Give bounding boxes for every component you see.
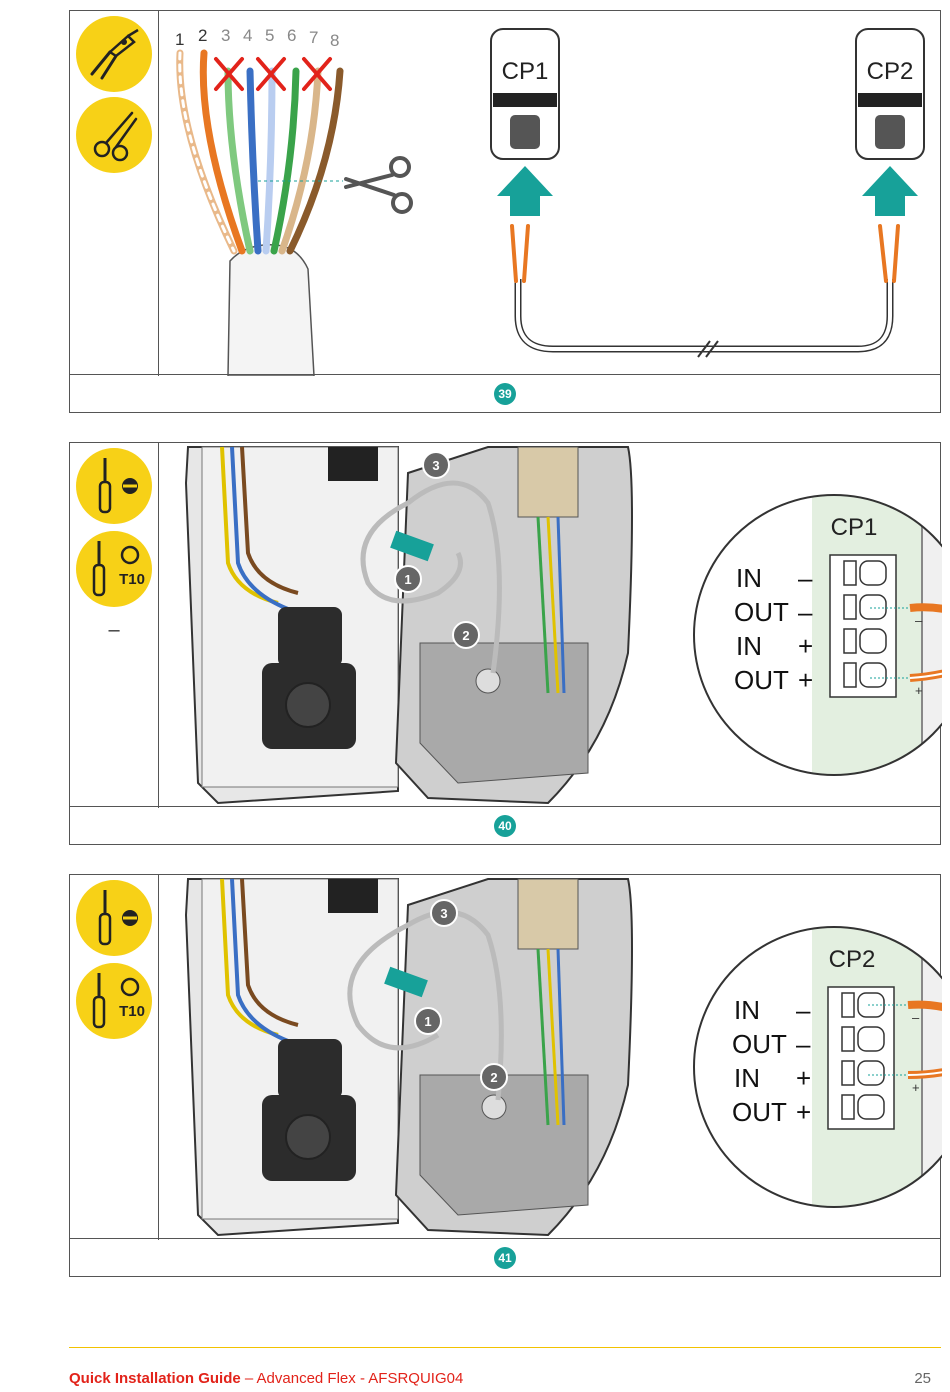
step-39-tools [70, 11, 159, 376]
terminal-sign-2: – [798, 597, 813, 627]
wire-sign-minus: – [915, 613, 923, 628]
wire-number-5: 5 [265, 26, 274, 45]
callout-1: 1 [424, 1014, 431, 1029]
detail-title: CP2 [829, 946, 876, 973]
cut-crosses [214, 57, 332, 91]
flathead-screwdriver-icon [76, 880, 152, 956]
terminal-sign-1: – [798, 563, 813, 593]
scissors-drawing [344, 156, 413, 214]
arrow-up-cp2 [862, 166, 918, 216]
wire-stripper-icon [76, 16, 152, 92]
terminal-label-3: IN [736, 631, 762, 661]
torx-size-label: T10 [119, 1003, 145, 1020]
footer-title: Quick Installation Guide – Advanced Flex… [69, 1370, 463, 1387]
step-39-illustration: 1 2 3 4 5 6 7 8 CP1 [158, 11, 940, 377]
step-39-bar: 39 [70, 374, 940, 412]
callout-3: 3 [440, 906, 447, 921]
step-40-illustration: 3 1 2 [158, 443, 950, 808]
cp2-label: CP2 [867, 58, 914, 85]
arrow-up-cp1 [497, 166, 553, 216]
wire-sign-plus: + [912, 1080, 920, 1095]
callout-3: 3 [432, 458, 439, 473]
terminal-sign-2: – [796, 1029, 811, 1059]
detail-zoom-cp2: – + CP2 IN – OUT – IN + OUT + [694, 927, 950, 1207]
callouts-step-41: 3 1 2 [414, 899, 508, 1091]
footer-rule [69, 1347, 941, 1348]
callout-2: 2 [462, 628, 469, 643]
tool-note: – [108, 619, 120, 641]
step-40-panel: T10 – [69, 442, 950, 845]
wire-number-2: 2 [198, 26, 207, 45]
wire-number-3: 3 [221, 26, 230, 45]
terminal-sign-4: + [798, 665, 813, 695]
step-number-badge: 39 [494, 383, 516, 405]
detail-zoom-cp1: – + CP1 IN – OUT – IN + OUT + [694, 495, 950, 775]
terminal-label-2: OUT [732, 1029, 787, 1059]
guide-subtitle: – Advanced Flex - AFSRQUIG04 [240, 1370, 464, 1387]
torx-screwdriver-icon: T10 [76, 531, 152, 607]
wire-number-1: 1 [175, 30, 184, 49]
step-41-panel: T10 [69, 874, 950, 1277]
terminal-sign-3: + [796, 1063, 811, 1093]
flathead-screwdriver-icon [76, 448, 152, 524]
terminal-sign-3: + [798, 631, 813, 661]
guide-title: Quick Installation Guide [69, 1370, 241, 1387]
terminal-label-3: IN [734, 1063, 760, 1093]
terminal-label-4: OUT [734, 665, 789, 695]
callout-1: 1 [404, 572, 411, 587]
cable-wires [176, 49, 344, 255]
torx-size-label: T10 [119, 571, 145, 588]
callout-2: 2 [490, 1070, 497, 1085]
terminal-label-1: IN [734, 995, 760, 1025]
step-number-badge: 40 [494, 815, 516, 837]
wire-number-8: 8 [330, 31, 339, 50]
step-41-illustration: 3 1 2 [158, 875, 950, 1240]
terminal-sign-1: – [796, 995, 811, 1025]
terminal-label-1: IN [736, 563, 762, 593]
cable-jacket [227, 244, 315, 377]
step-39-panel: 1 2 3 4 5 6 7 8 CP1 [69, 10, 941, 413]
cp1-device: CP1 [490, 28, 560, 160]
step-40-tools: T10 – [70, 443, 159, 808]
wire-number-7: 7 [309, 28, 318, 47]
page-number: 25 [914, 1370, 931, 1387]
wire-numbers: 1 2 3 4 5 6 7 8 [175, 26, 339, 50]
wire-sign-minus: – [912, 1010, 920, 1025]
step-41-bar: 41 [70, 1238, 940, 1276]
detail-title: CP1 [831, 514, 878, 541]
wire-number-6: 6 [287, 26, 296, 45]
wire-sign-plus: + [915, 683, 923, 698]
terminal-sign-4: + [796, 1097, 811, 1127]
callouts-step-40: 3 1 2 [394, 451, 480, 649]
terminal-label-2: OUT [734, 597, 789, 627]
step-number-badge: 41 [494, 1247, 516, 1269]
step-41-tools: T10 [70, 875, 159, 1240]
cp1-label: CP1 [502, 58, 549, 85]
terminal-label-4: OUT [732, 1097, 787, 1127]
torx-screwdriver-icon: T10 [76, 963, 152, 1039]
wire-number-4: 4 [243, 26, 252, 45]
step-40-bar: 40 [70, 806, 940, 844]
scissors-icon [76, 97, 152, 173]
cp2-device: CP2 [855, 28, 925, 160]
connection-cable [514, 279, 894, 353]
